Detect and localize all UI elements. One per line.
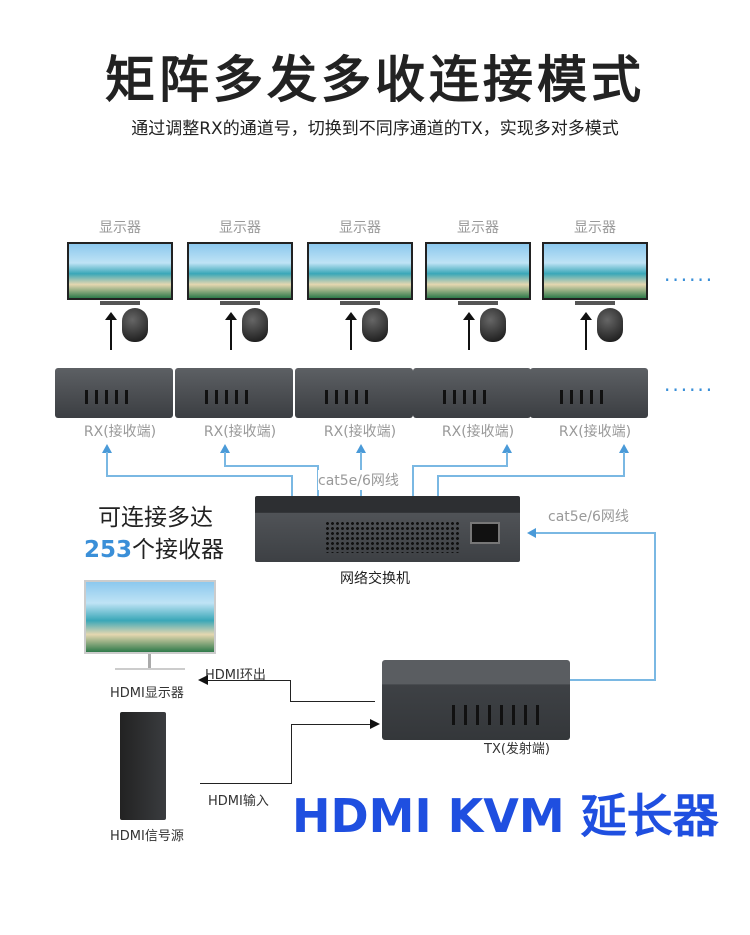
display-monitor-image xyxy=(307,242,413,300)
monitor-stand xyxy=(220,301,260,305)
arrow-up-icon xyxy=(356,444,366,453)
arrow-up-icon xyxy=(220,444,230,453)
brand-title: HDMI KVM 延长器 xyxy=(292,789,719,843)
page-title: 矩阵多发多收连接模式 xyxy=(105,51,645,109)
display-monitor-image xyxy=(67,242,173,300)
cable-line xyxy=(437,475,439,497)
display-label: 显示器 xyxy=(219,220,261,236)
tx-label: TX(发射端) xyxy=(484,742,550,757)
arrow-up-icon xyxy=(225,312,237,350)
hdmi-in-line xyxy=(200,783,292,784)
pc-tower-image xyxy=(120,712,166,820)
rx-receiver-image xyxy=(530,368,648,418)
capacity-count: 253 xyxy=(84,537,133,563)
display-label: 显示器 xyxy=(457,220,499,236)
cable-line xyxy=(106,475,292,477)
arrow-left-icon xyxy=(198,675,208,685)
hdmi-out-label: HDMI环出 xyxy=(205,668,266,683)
display-label: 显示器 xyxy=(99,220,141,236)
monitor-stand xyxy=(100,301,140,305)
display-monitor-image xyxy=(542,242,648,300)
arrow-up-icon xyxy=(580,312,592,350)
mouse-image xyxy=(122,308,148,342)
more-receivers-dots: ...... xyxy=(664,372,715,396)
monitor-stand xyxy=(340,301,380,305)
arrow-up-icon xyxy=(105,312,117,350)
arrow-up-icon xyxy=(619,444,629,453)
hdmi-in-line xyxy=(291,724,371,725)
mouse-image xyxy=(362,308,388,342)
hdmi-in-label: HDMI输入 xyxy=(208,794,269,809)
cable-line xyxy=(412,465,508,467)
hdmi-in-line xyxy=(291,724,292,784)
cable-line xyxy=(654,532,656,680)
network-switch-image xyxy=(255,496,520,562)
cable-label-right: cat5e/6网线 xyxy=(548,509,629,525)
rx-receiver-image xyxy=(175,368,293,418)
rx-label: RX(接收端) xyxy=(203,424,277,440)
monitor-stand xyxy=(458,301,498,305)
arrow-up-icon xyxy=(102,444,112,453)
cable-line xyxy=(224,452,226,467)
hdmi-out-line xyxy=(208,680,290,681)
hdmi-display-label: HDMI显示器 xyxy=(110,686,184,701)
display-monitor-image xyxy=(187,242,293,300)
cable-line xyxy=(412,465,414,497)
cable-line xyxy=(623,452,625,477)
hdmi-out-line xyxy=(290,680,291,702)
capacity-line2: 个接收器 xyxy=(132,537,225,563)
tx-transmitter-image xyxy=(382,660,570,740)
arrow-up-icon xyxy=(463,312,475,350)
cable-label-top: cat5e/6网线 xyxy=(318,470,399,490)
rx-receiver-image xyxy=(55,368,173,418)
mouse-image xyxy=(597,308,623,342)
switch-label: 网络交换机 xyxy=(340,571,410,587)
mouse-image xyxy=(480,308,506,342)
cable-line xyxy=(291,475,293,497)
page-subtitle: 通过调整RX的通道号，切换到不同序通道的TX，实现多对多模式 xyxy=(131,119,619,139)
display-label: 显示器 xyxy=(339,220,381,236)
more-displays-dots: ...... xyxy=(664,262,715,286)
hdmi-display-image xyxy=(84,580,216,654)
arrow-up-icon xyxy=(502,444,512,453)
rx-label: RX(接收端) xyxy=(558,424,632,440)
hdmi-source-label: HDMI信号源 xyxy=(110,829,184,844)
cable-line xyxy=(106,452,108,477)
cable-line xyxy=(437,475,625,477)
hdmi-out-line xyxy=(290,701,375,702)
cable-line xyxy=(224,465,318,467)
rx-receiver-image xyxy=(295,368,413,418)
monitor-stand xyxy=(148,654,151,668)
rx-label: RX(接收端) xyxy=(441,424,515,440)
capacity-line1: 可连接多达 xyxy=(98,505,213,531)
display-monitor-image xyxy=(425,242,531,300)
arrow-up-icon xyxy=(345,312,357,350)
arrow-left-icon xyxy=(527,528,536,538)
rx-label: RX(接收端) xyxy=(323,424,397,440)
rx-label: RX(接收端) xyxy=(83,424,157,440)
monitor-base xyxy=(115,668,185,670)
cable-line xyxy=(506,452,508,467)
rx-receiver-image xyxy=(413,368,531,418)
arrow-right-icon xyxy=(370,719,380,729)
mouse-image xyxy=(242,308,268,342)
monitor-stand xyxy=(575,301,615,305)
cable-line xyxy=(536,532,656,534)
display-label: 显示器 xyxy=(574,220,616,236)
cable-line xyxy=(570,679,656,681)
